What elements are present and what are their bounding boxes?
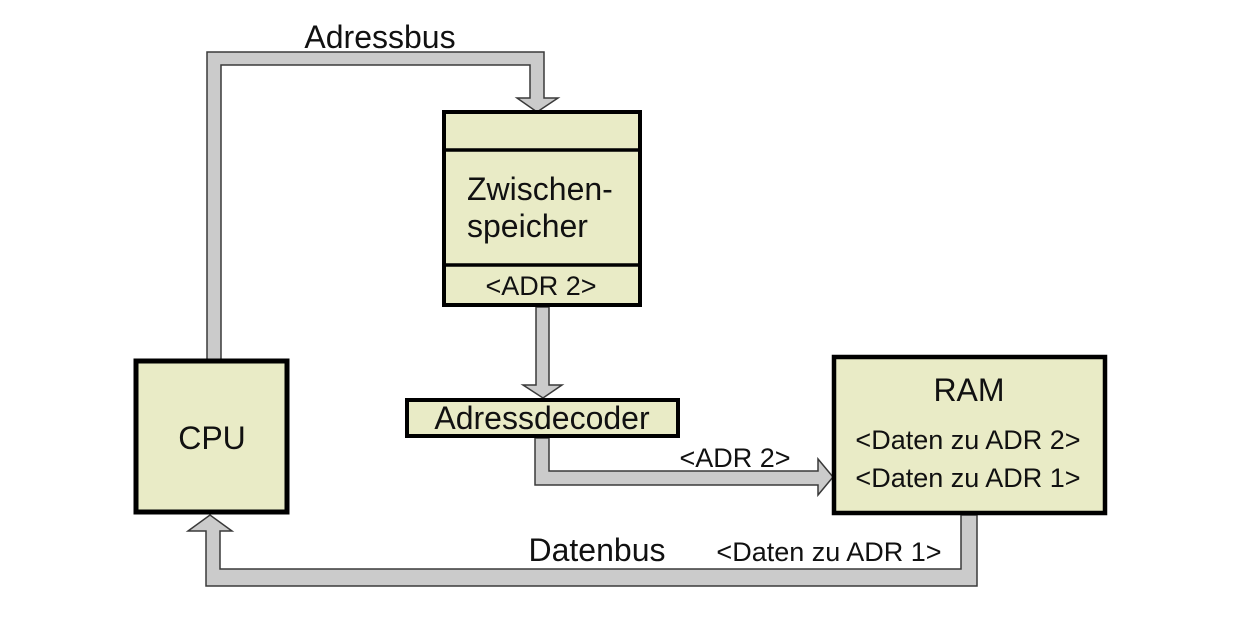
- datenbus-payload-label: <Daten zu ADR 1>: [716, 537, 941, 567]
- adressdecoder-box: Adressdecoder: [405, 398, 680, 438]
- adressbus-connector: [206, 51, 561, 361]
- ram-label: RAM: [933, 372, 1004, 408]
- ram-entry-adr1: <Daten zu ADR 1>: [855, 463, 1080, 493]
- adressbus-label: Adressbus: [304, 19, 455, 55]
- datenbus-connector: [185, 514, 978, 587]
- zwischenspeicher-box-frame: [442, 110, 642, 307]
- buffer-to-decoder-connector: [520, 306, 565, 399]
- zwischenspeicher-label-line2: speicher: [467, 208, 588, 244]
- zwischenspeicher-box: Zwischen- speicher <ADR 2>: [442, 110, 642, 307]
- adressdecoder-label: Adressdecoder: [434, 400, 650, 436]
- cpu-label: CPU: [178, 420, 246, 456]
- zwischenspeicher-label-line1: Zwischen-: [467, 171, 613, 207]
- cpu-box: CPU: [133, 358, 290, 515]
- ram-box: RAM <Daten zu ADR 2> <Daten zu ADR 1>: [831, 354, 1108, 516]
- ram-entry-adr2: <Daten zu ADR 2>: [855, 425, 1080, 455]
- decoder-to-ram-connector: [534, 437, 834, 498]
- decoder-to-ram-address-label: <ADR 2>: [679, 443, 790, 473]
- zwischenspeicher-address-value: <ADR 2>: [485, 271, 596, 301]
- datenbus-label: Datenbus: [529, 532, 666, 568]
- cpu-box-frame: [133, 358, 290, 515]
- ram-box-frame: [831, 354, 1108, 516]
- adressdecoder-box-frame: [405, 398, 680, 438]
